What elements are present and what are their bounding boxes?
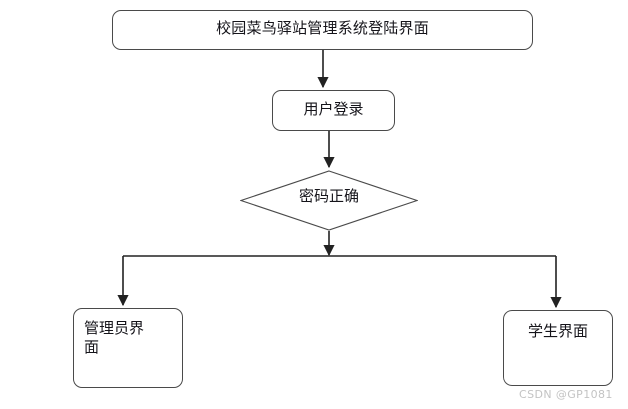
node-student-interface[interactable]: 学生界面	[503, 310, 613, 386]
node-user-login[interactable]: 用户登录	[272, 90, 395, 131]
csdn-watermark: CSDN @GP1081	[519, 388, 613, 401]
node-password-correct-decision[interactable]: 密码正确	[240, 170, 418, 231]
node-label: 管理员界 面	[84, 321, 145, 357]
node-administrator-interface[interactable]: 管理员界 面	[73, 308, 183, 388]
node-label: 学生界面	[527, 324, 588, 340]
node-label: 密码正确	[298, 189, 359, 205]
node-label: 校园菜鸟驿站管理系统登陆界面	[216, 21, 429, 37]
diamond-shape	[240, 170, 418, 231]
node-label: 用户登录	[303, 102, 364, 118]
node-login-interface-title[interactable]: 校园菜鸟驿站管理系统登陆界面	[112, 10, 533, 50]
